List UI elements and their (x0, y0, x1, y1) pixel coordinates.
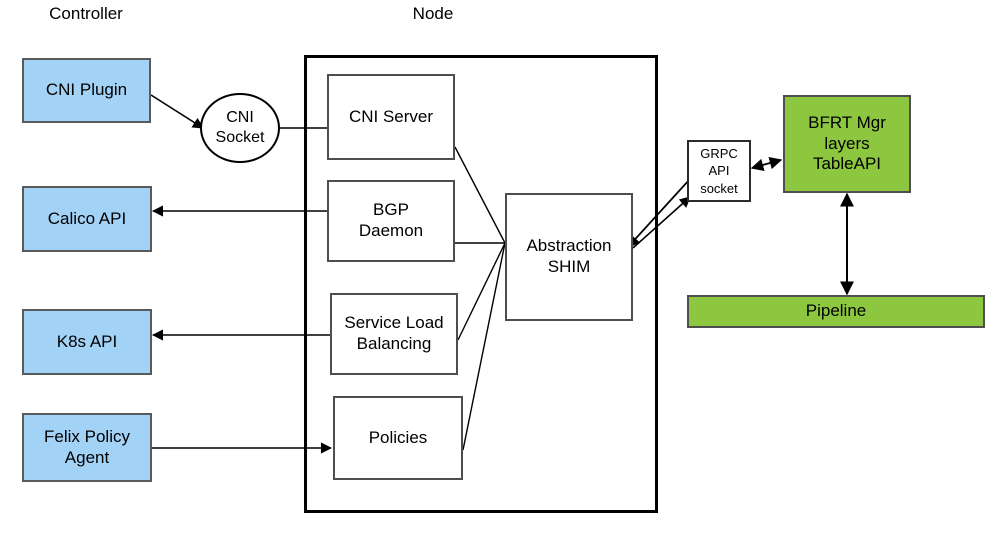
grpc-api-socket-label: GRPC API socket (700, 145, 738, 196)
service-load-balancing-label: Service Load Balancing (344, 313, 444, 353)
policies-box[interactable]: Policies (333, 396, 463, 480)
calico-api-label: Calico API (47, 208, 127, 228)
pipeline-label: Pipeline (805, 301, 867, 321)
cni-plugin-label: CNI Plugin (45, 80, 128, 100)
calico-api-box[interactable]: Calico API (22, 186, 152, 252)
bgp-daemon-label: BGP Daemon (358, 200, 424, 240)
bgp-daemon-box[interactable]: BGP Daemon (327, 180, 455, 262)
k8s-api-box[interactable]: K8s API (22, 309, 152, 375)
cni-server-label: CNI Server (348, 106, 434, 126)
cni-socket-label: CNI Socket (215, 109, 265, 146)
edge-cni-plugin-to-cni-socket (150, 94, 204, 129)
pipeline-box[interactable]: Pipeline (687, 295, 985, 328)
bfrt-mgr-box[interactable]: BFRT Mgr layers TableAPI (783, 95, 911, 193)
abstraction-shim-box[interactable]: Abstraction SHIM (505, 193, 633, 321)
service-load-balancing-box[interactable]: Service Load Balancing (330, 293, 458, 375)
cni-socket-ellipse[interactable]: CNI Socket (200, 93, 280, 163)
k8s-api-label: K8s API (56, 331, 118, 351)
felix-policy-agent-label: Felix Policy Agent (44, 426, 130, 467)
grpc-api-socket-box[interactable]: GRPC API socket (687, 140, 751, 202)
node-container (304, 55, 658, 513)
node-label: Node (412, 4, 454, 23)
edge-grpc-socket-to-bfrt (750, 156, 783, 172)
cni-server-box[interactable]: CNI Server (327, 74, 455, 160)
abstraction-shim-label: Abstraction SHIM (526, 236, 612, 276)
controller-label: Controller (49, 4, 123, 23)
cni-plugin-box[interactable]: CNI Plugin (22, 58, 151, 123)
felix-policy-agent-box[interactable]: Felix Policy Agent (22, 413, 152, 482)
bfrt-mgr-label: BFRT Mgr layers TableAPI (808, 112, 886, 174)
policies-label: Policies (368, 427, 428, 447)
